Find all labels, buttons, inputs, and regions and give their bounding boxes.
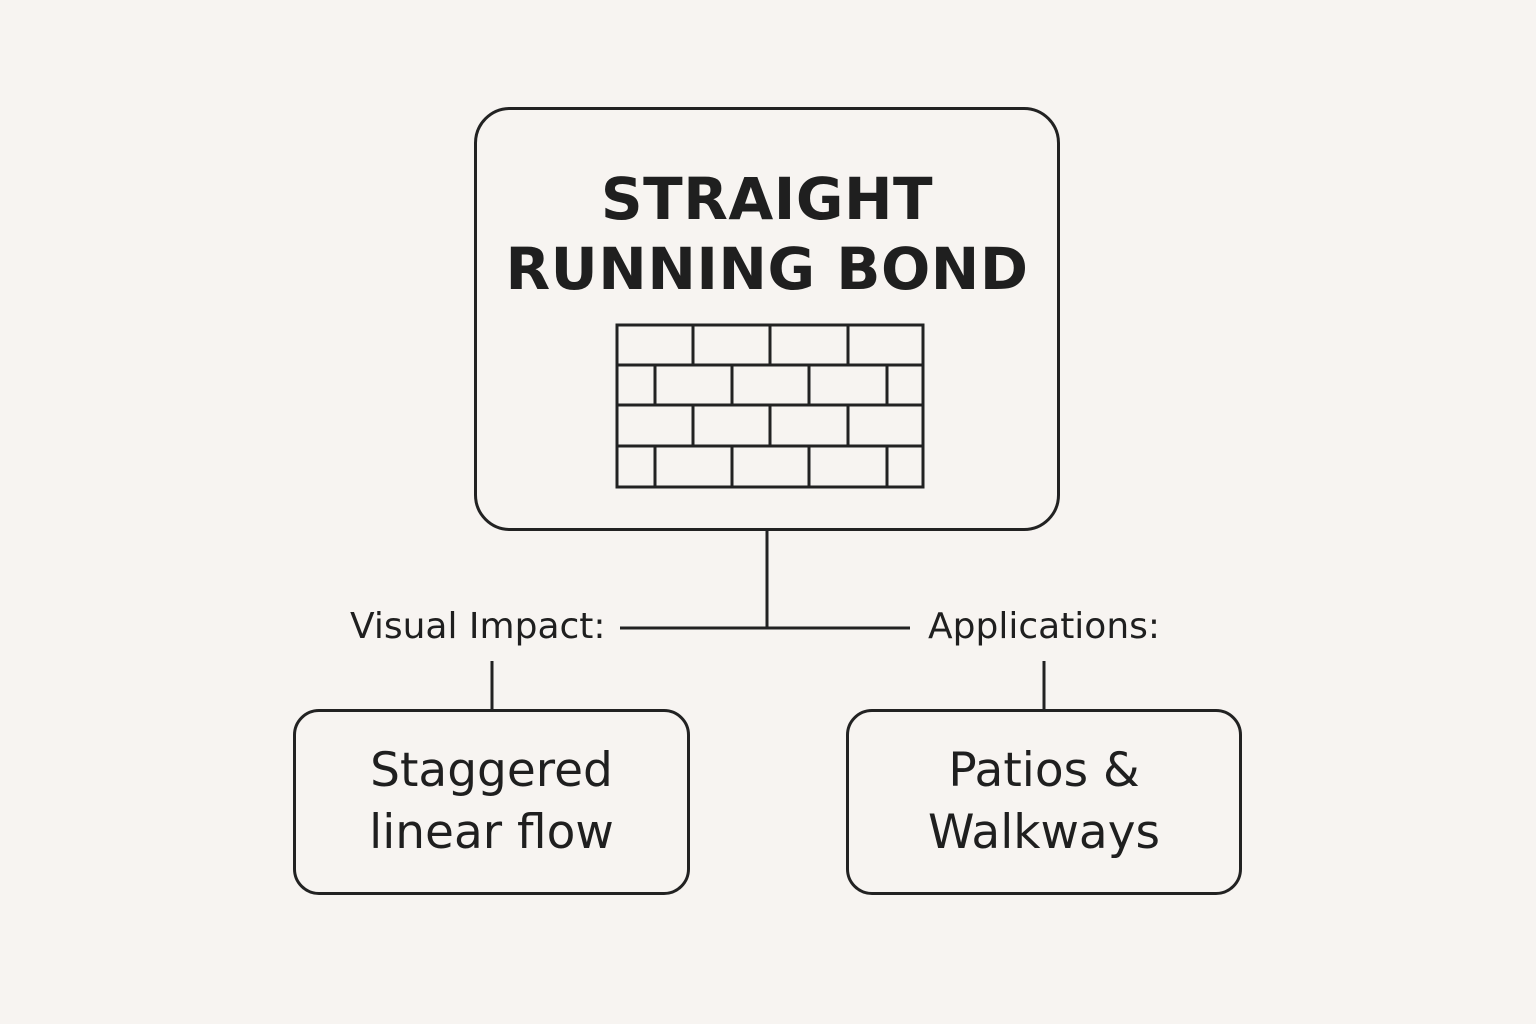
applications-line1: Patios & xyxy=(948,743,1140,798)
main-node: STRAIGHT RUNNING BOND xyxy=(474,107,1060,531)
visual-impact-node: Staggered linear flow xyxy=(293,709,690,895)
applications-node: Patios & Walkways xyxy=(846,709,1242,895)
brick-pattern-icon xyxy=(615,323,925,489)
main-title: STRAIGHT RUNNING BOND xyxy=(477,164,1057,304)
branch-label-visual-impact: Visual Impact: xyxy=(350,606,606,647)
visual-impact-line1: Staggered xyxy=(370,743,613,798)
applications-line2: Walkways xyxy=(927,805,1161,860)
applications-text: Patios & Walkways xyxy=(849,712,1239,892)
main-title-line1: STRAIGHT xyxy=(600,165,934,233)
branch-label-applications: Applications: xyxy=(928,606,1161,647)
visual-impact-text: Staggered linear flow xyxy=(296,712,687,892)
visual-impact-line2: linear flow xyxy=(369,805,614,860)
main-title-line2: RUNNING BOND xyxy=(505,235,1029,303)
